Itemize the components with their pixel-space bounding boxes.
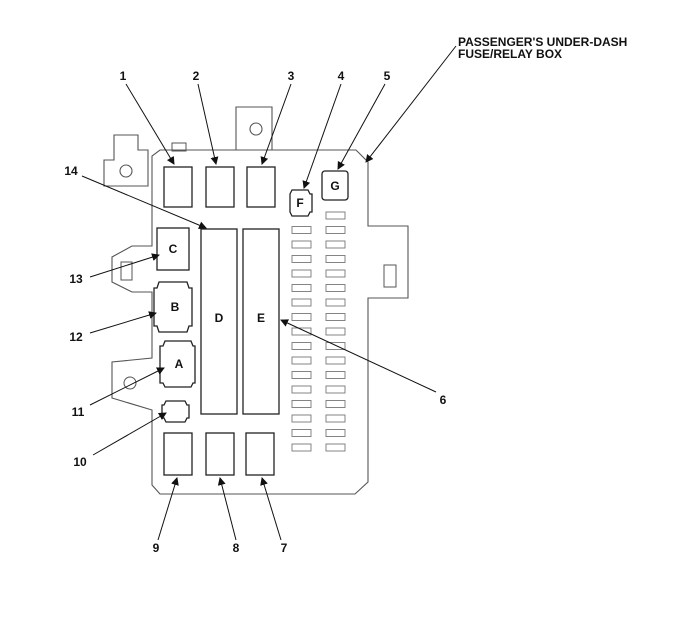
label-g: G bbox=[330, 179, 339, 193]
mini-fuse-slot bbox=[325, 385, 346, 394]
mini-fuse-slot bbox=[325, 226, 346, 234]
callout-12: 12 bbox=[69, 330, 83, 344]
relay-3 bbox=[246, 166, 276, 208]
callout-7: 7 bbox=[281, 541, 288, 555]
mini-fuse-slot bbox=[291, 400, 312, 408]
mini-fuse-slot bbox=[291, 240, 312, 249]
callout-numbers: 1 2 3 4 5 6 7 8 9 10 11 12 13 14 bbox=[64, 69, 446, 555]
relay-2 bbox=[205, 166, 235, 208]
label-a: A bbox=[175, 357, 184, 371]
relay-1 bbox=[163, 166, 193, 208]
callout-4: 4 bbox=[338, 69, 345, 83]
mini-fuse-slot bbox=[325, 298, 346, 307]
mini-fuse-slot bbox=[325, 356, 346, 365]
mini-fuse-slot bbox=[291, 371, 312, 379]
callout-9: 9 bbox=[153, 541, 160, 555]
label-c: C bbox=[169, 242, 178, 256]
connector-b bbox=[153, 281, 193, 333]
callout-10: 10 bbox=[73, 455, 87, 469]
mini-fuse-slot bbox=[291, 269, 312, 278]
mini-fuse-slot bbox=[325, 414, 346, 423]
mini-fuse-slot bbox=[291, 327, 312, 336]
mini-fuse-slot bbox=[291, 284, 312, 292]
leader-11 bbox=[89, 367, 165, 406]
mini-fuse-slot bbox=[325, 327, 346, 336]
mini-fuse-slot bbox=[291, 385, 312, 394]
mini-fuse-slot bbox=[291, 356, 312, 365]
leader-8 bbox=[217, 477, 237, 541]
title-line-2: FUSE/RELAY BOX bbox=[458, 47, 562, 61]
leader-4 bbox=[302, 83, 342, 189]
mini-fuse-slot bbox=[325, 443, 346, 452]
callout-5: 5 bbox=[384, 69, 391, 83]
relay-e bbox=[242, 228, 280, 415]
mini-fuse-slot bbox=[291, 443, 312, 452]
mini-fuse-slot bbox=[291, 342, 312, 350]
callout-11: 11 bbox=[72, 405, 85, 419]
callout-3: 3 bbox=[288, 69, 295, 83]
leader-14 bbox=[81, 175, 207, 229]
mini-fuse-slot bbox=[325, 284, 346, 292]
relay-7 bbox=[245, 432, 275, 476]
mini-fuse-slot bbox=[291, 313, 312, 321]
mini-fuse-slot bbox=[291, 298, 312, 307]
callout-14: 14 bbox=[64, 164, 78, 178]
mini-fuse-slot bbox=[325, 269, 346, 278]
label-e: E bbox=[257, 311, 265, 325]
mini-fuse-slots bbox=[291, 211, 346, 452]
mini-fuse-slot bbox=[291, 226, 312, 234]
leader-title bbox=[365, 45, 457, 163]
label-f: F bbox=[296, 196, 303, 210]
title-line-1: PASSENGER'S UNDER-DASH bbox=[458, 35, 627, 49]
mini-fuse-slot bbox=[325, 211, 346, 220]
leader-3 bbox=[260, 83, 292, 165]
leader-13 bbox=[89, 253, 160, 278]
mini-fuse-slot bbox=[291, 255, 312, 263]
leader-10 bbox=[92, 412, 167, 456]
callout-6: 6 bbox=[440, 393, 447, 407]
mini-fuse-slot bbox=[325, 255, 346, 263]
relay-8 bbox=[205, 432, 235, 476]
connector-10 bbox=[161, 400, 190, 423]
mini-fuse-slot bbox=[325, 400, 346, 408]
mini-fuse-slot bbox=[325, 342, 346, 350]
label-b: B bbox=[171, 300, 180, 314]
mini-fuse-slot bbox=[325, 371, 346, 379]
mini-fuse-slot bbox=[325, 429, 346, 437]
callout-2: 2 bbox=[193, 69, 200, 83]
callout-8: 8 bbox=[233, 541, 240, 555]
callout-1: 1 bbox=[120, 69, 127, 83]
leader-12 bbox=[89, 311, 157, 334]
relay-9 bbox=[163, 432, 193, 476]
relay-d bbox=[200, 228, 238, 415]
leader-5 bbox=[337, 83, 386, 170]
relay-c bbox=[156, 227, 190, 271]
callout-13: 13 bbox=[69, 272, 83, 286]
mini-fuse-slot bbox=[291, 429, 312, 437]
leader-7 bbox=[260, 477, 282, 541]
leader-6 bbox=[280, 319, 437, 393]
leader-9 bbox=[157, 477, 179, 541]
mini-fuse-slot bbox=[291, 414, 312, 423]
leader-lines bbox=[81, 45, 457, 541]
leader-1 bbox=[125, 83, 175, 165]
label-d: D bbox=[215, 311, 224, 325]
mini-fuse-slot bbox=[325, 240, 346, 249]
connector-g bbox=[321, 170, 349, 201]
leader-2 bbox=[197, 83, 219, 165]
connector-f bbox=[289, 189, 313, 217]
mini-fuse-slot bbox=[325, 313, 346, 321]
connector-a bbox=[159, 340, 196, 388]
